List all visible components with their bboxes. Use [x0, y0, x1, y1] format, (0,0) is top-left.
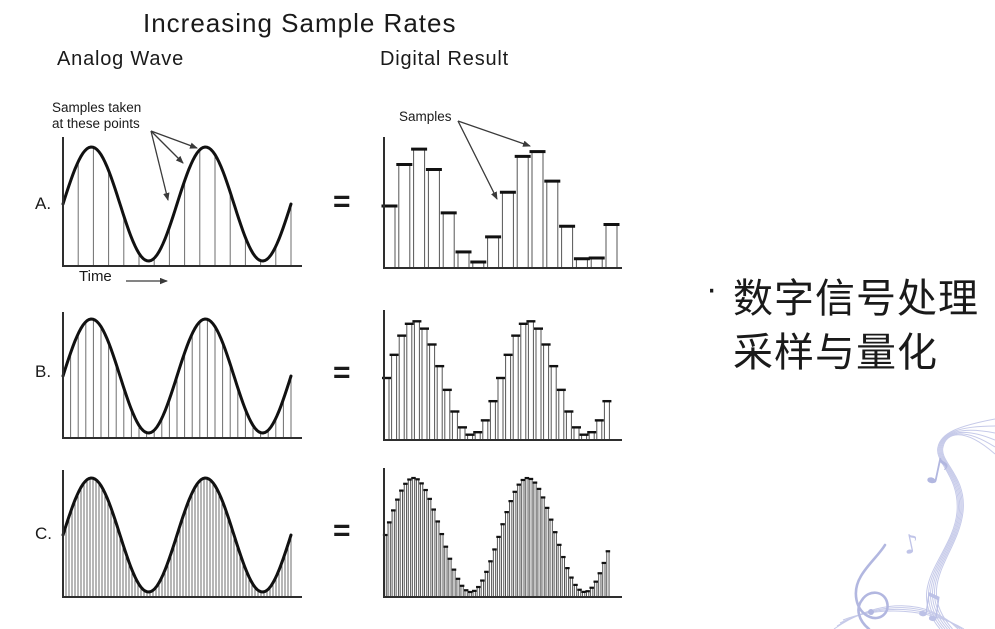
page-title: Increasing Sample Rates — [143, 8, 457, 38]
equals-sign-b: = — [333, 356, 351, 389]
analog-plot-b — [61, 312, 302, 439]
bullet-point: · — [706, 270, 718, 308]
annotation-line1: Samples taken — [52, 100, 142, 115]
analog-plot-c — [61, 470, 302, 598]
equals-sign-c: = — [333, 514, 351, 547]
column-header-analog: Analog Wave — [57, 48, 185, 70]
row-label-a: A. — [35, 194, 52, 213]
digital-plot-a — [381, 137, 622, 269]
annotation-samples: Samples — [399, 109, 452, 124]
annotation-line2: at these points — [52, 115, 140, 131]
time-axis-label: Time — [79, 268, 112, 285]
treble-clef-dot — [868, 609, 874, 615]
digital-plot-c — [382, 468, 622, 598]
equals-sign-a: = — [333, 185, 351, 218]
analog-plot-a — [61, 137, 302, 267]
annotation-arrows — [126, 120, 531, 285]
decoration-ribbon-line — [928, 425, 995, 629]
decoration-ribbon-line — [935, 434, 995, 629]
treble-clef-icon — [854, 543, 889, 629]
decoration-sweep-line — [842, 610, 965, 629]
side-note-line2: 采样与量化 — [733, 331, 938, 375]
decoration-ribbon-line — [926, 418, 995, 629]
column-header-digital: Digital Result — [380, 48, 510, 70]
decoration-ribbon-line — [930, 429, 995, 629]
row-label-c: C. — [35, 524, 52, 543]
decoration-ribbon-line — [932, 431, 995, 629]
side-note-line1: 数字信号处理 — [733, 277, 979, 321]
row-label-b: B. — [35, 362, 52, 381]
music-note-icon: ♫ — [911, 584, 948, 628]
digital-plot-b — [382, 310, 622, 441]
